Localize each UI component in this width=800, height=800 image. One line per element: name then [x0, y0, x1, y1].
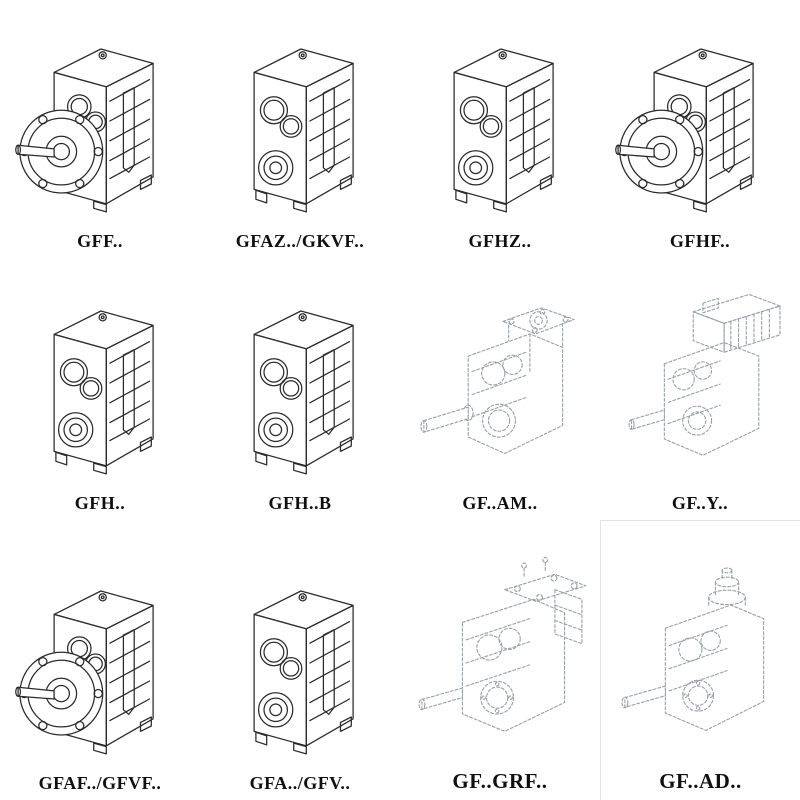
product-label: GF..AM.. — [462, 493, 538, 513]
product-label: GFHF.. — [669, 231, 731, 251]
product-label: GFF.. — [77, 231, 123, 251]
product-label: GF..GRF.. — [452, 769, 548, 793]
catalog-cell-gfh-b: GFH..B — [200, 258, 400, 520]
shaft-mounted-gearbox-drawing — [214, 31, 386, 229]
shaft-mounted-gearbox-drawing — [414, 31, 586, 229]
product-label: GF..Y.. — [671, 493, 729, 513]
gearbox-with-motor-drawing — [603, 279, 797, 491]
product-label: GFH..B — [268, 493, 332, 513]
flange-mounted-gearbox-drawing — [614, 31, 786, 229]
catalog-cell-gfaf-gfvf: GFAF../GFVF.. — [0, 520, 200, 800]
flange-mounted-gearbox-drawing — [14, 31, 186, 229]
catalog-cell-gf-y: GF..Y.. — [600, 258, 800, 520]
catalog-cell-gfa-gfv: GFA../GFV.. — [200, 520, 400, 800]
gearbox-with-torque-plate-drawing — [403, 555, 597, 767]
shaft-mounted-gearbox-drawing — [214, 293, 386, 491]
catalog-cell-gf-ad: GF..AD.. — [600, 520, 800, 800]
flange-mounted-gearbox-drawing — [14, 573, 186, 771]
gearbox-with-input-adapter-drawing — [604, 555, 798, 767]
product-label: GF..AD.. — [659, 769, 742, 793]
catalog-cell-gfaz-gkvf: GFAZ../GKVF.. — [200, 0, 400, 258]
catalog-cell-gfh: GFH.. — [0, 258, 200, 520]
catalog-cell-gf-am: GF..AM.. — [400, 258, 600, 520]
product-label: GFA../GFV.. — [249, 773, 351, 793]
catalog-cell-gf-grf: GF..GRF.. — [400, 520, 600, 800]
product-label: GFH.. — [74, 493, 126, 513]
shaft-mounted-gearbox-drawing — [214, 573, 386, 771]
product-label: GFAF../GFVF.. — [38, 773, 162, 793]
product-label: GFHZ.. — [468, 231, 532, 251]
product-label: GFAZ../GKVF.. — [235, 231, 365, 251]
catalog-cell-gfhz: GFHZ.. — [400, 0, 600, 258]
shaft-mounted-gearbox-drawing — [14, 293, 186, 491]
gearbox-with-top-flange-adapter-drawing — [403, 279, 597, 491]
catalog-cell-gff: GFF.. — [0, 0, 200, 258]
catalog-cell-gfhf: GFHF.. — [600, 0, 800, 258]
